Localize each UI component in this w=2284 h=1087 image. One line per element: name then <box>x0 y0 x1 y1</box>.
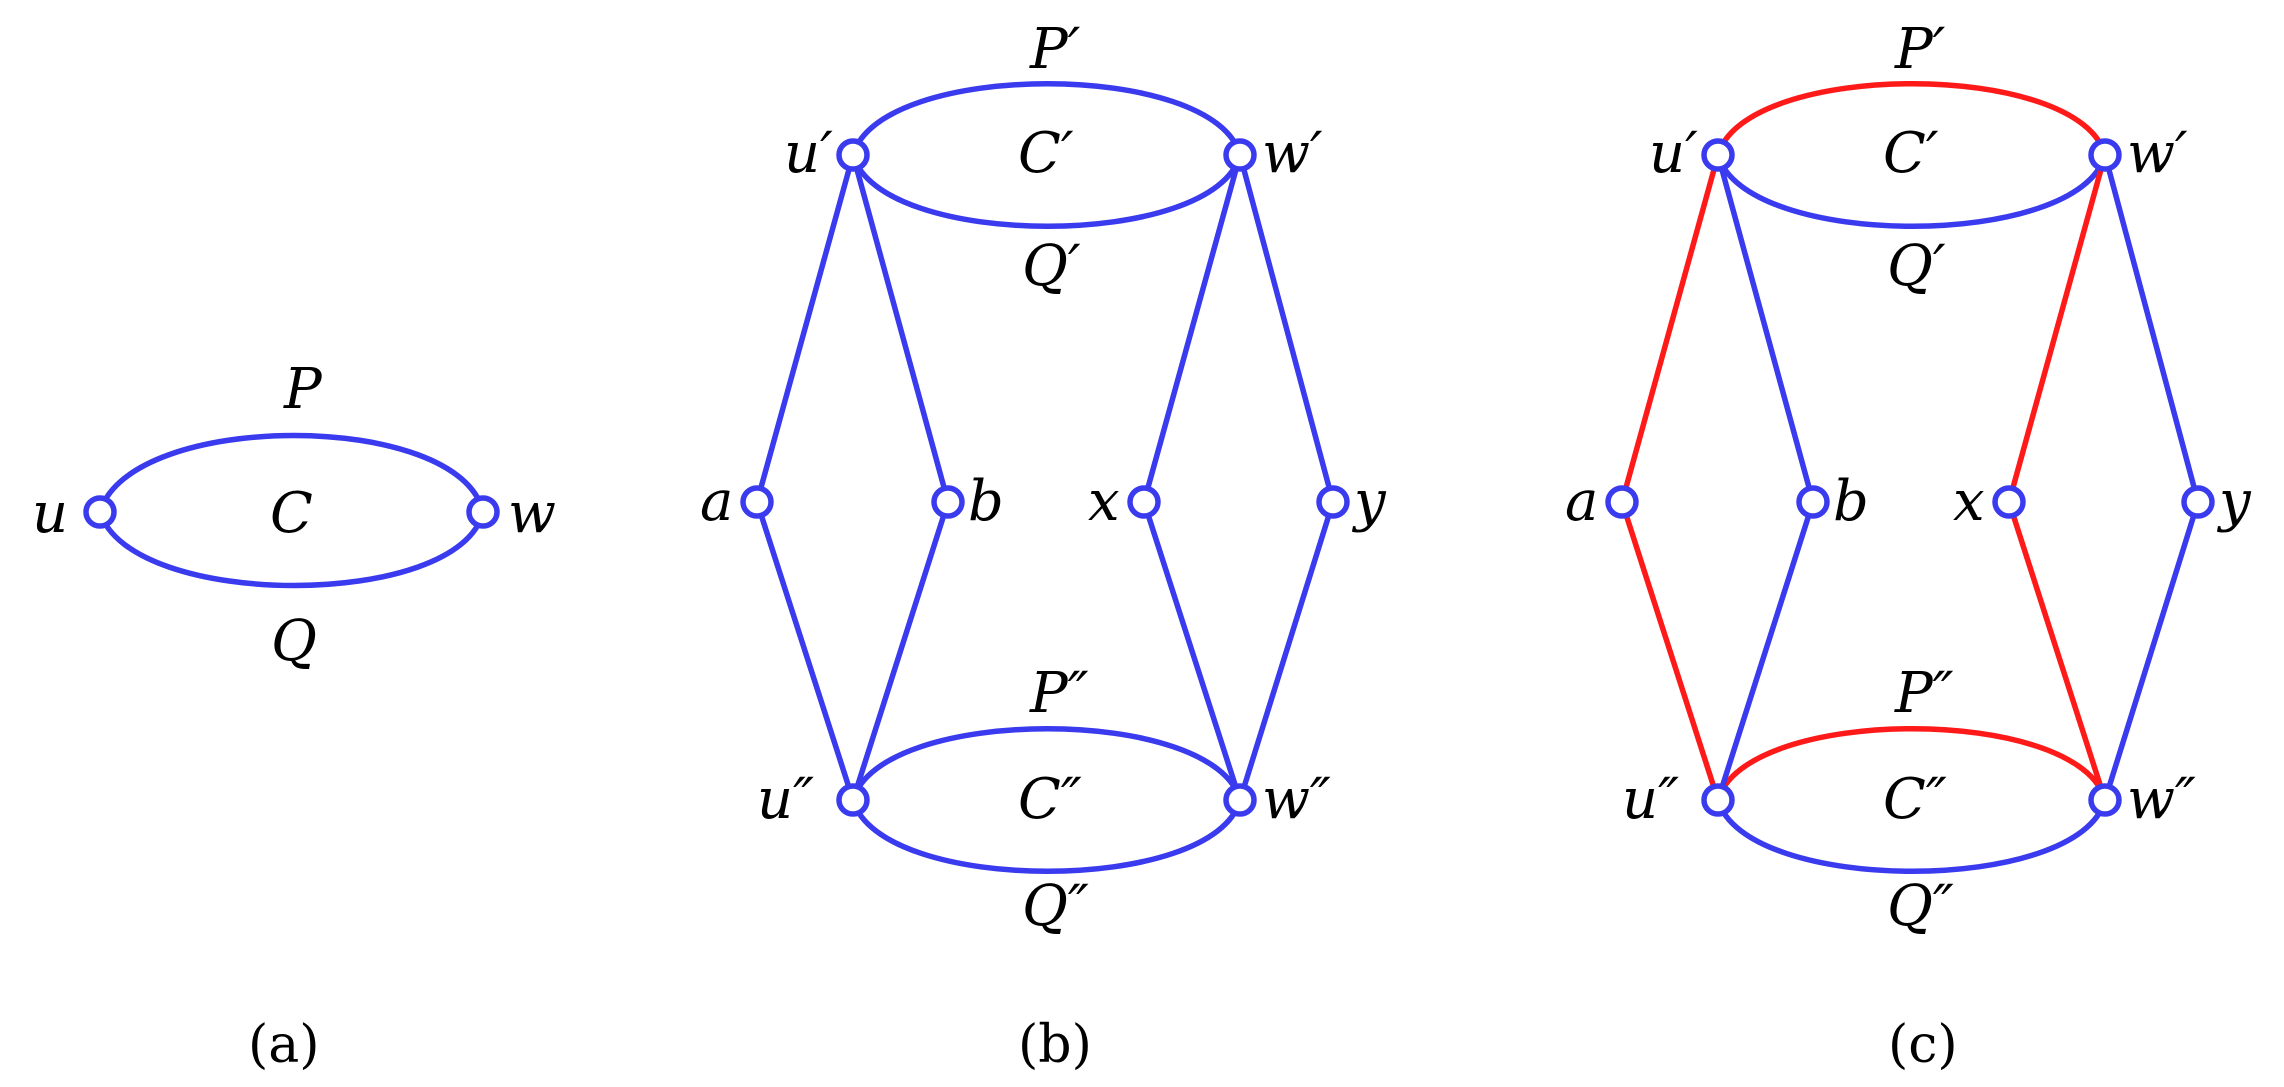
label-Q2: Q″ <box>1887 874 1954 939</box>
label-P: P <box>283 357 323 422</box>
edge-b-u2 <box>1715 499 1816 803</box>
caption-c: (c) <box>1888 1015 1958 1075</box>
label-Q1: Q′ <box>1887 234 1946 299</box>
label-b: b <box>968 469 1004 534</box>
label-u: u <box>32 481 68 546</box>
edge-Q1 <box>850 152 1243 229</box>
node-u2 <box>1701 783 1735 817</box>
label-P1: P′ <box>1894 17 1946 82</box>
edge-u1-a <box>754 152 856 505</box>
label-P1: P′ <box>1029 17 1081 82</box>
label-C1: C′ <box>1883 121 1939 186</box>
edge-P <box>97 432 486 515</box>
edge-y-w2 <box>1237 499 1336 803</box>
edge-u1-b <box>1715 152 1816 505</box>
caption-b: (b) <box>1018 1015 1092 1075</box>
edge-Q <box>97 509 486 589</box>
label-b: b <box>1833 469 1869 534</box>
label-P2: P″ <box>1894 661 1954 726</box>
label-C2: C″ <box>1018 767 1082 832</box>
label-w2: w″ <box>2127 767 2196 832</box>
node-a <box>740 485 774 519</box>
label-y: y <box>1351 469 1387 534</box>
node-y <box>2181 485 2215 519</box>
edge-a-u2 <box>1619 499 1721 803</box>
label-u1: u′ <box>784 121 833 186</box>
node-w1 <box>1223 138 1257 172</box>
label-w1: w′ <box>1262 121 1323 186</box>
label-a: a <box>700 469 733 534</box>
panel-c: u′ w′ P′ C′ Q′ a b x y P″ u″ C″ w″ Q″ (c… <box>1565 17 2252 1075</box>
node-u <box>83 495 117 529</box>
edge-P1 <box>850 81 1243 158</box>
label-P2: P″ <box>1029 661 1089 726</box>
node-b <box>1796 485 1830 519</box>
node-u2 <box>836 783 870 817</box>
label-w2: w″ <box>1262 767 1331 832</box>
panel-b: u′ w′ P′ C′ Q′ a b x y P″ u″ C″ w″ Q″ (b… <box>700 17 1387 1075</box>
edge-P1 <box>1715 81 2108 158</box>
label-Q: Q <box>271 609 317 674</box>
node-u1 <box>1701 138 1735 172</box>
edge-a-u2 <box>754 499 856 803</box>
label-u1: u′ <box>1649 121 1698 186</box>
node-w2 <box>1223 783 1257 817</box>
node-u1 <box>836 138 870 172</box>
edge-y-w2 <box>2102 499 2201 803</box>
label-a: a <box>1565 469 1598 534</box>
label-u2: u″ <box>757 767 814 832</box>
edge-w1-y <box>1237 152 1336 505</box>
caption-a: (a) <box>248 1015 320 1075</box>
node-y <box>1316 485 1350 519</box>
edge-u1-a <box>1619 152 1721 505</box>
label-C2: C″ <box>1883 767 1947 832</box>
edge-Q1 <box>1715 152 2108 229</box>
edge-x-w2 <box>1141 499 1243 803</box>
label-x: x <box>1088 469 1120 534</box>
node-x <box>1992 485 2026 519</box>
edge-u1-b <box>850 152 951 505</box>
edge-w1-y <box>2102 152 2201 505</box>
edge-Q2 <box>1715 797 2108 874</box>
label-Q2: Q″ <box>1022 874 1089 939</box>
node-b <box>931 485 965 519</box>
node-w1 <box>2088 138 2122 172</box>
label-y: y <box>2216 469 2252 534</box>
node-w <box>466 495 500 529</box>
label-x: x <box>1953 469 1985 534</box>
edge-b-u2 <box>850 499 951 803</box>
node-x <box>1127 485 1161 519</box>
label-u2: u″ <box>1622 767 1679 832</box>
label-C: C <box>270 481 313 546</box>
edge-Q2 <box>850 797 1243 874</box>
edge-w1-x <box>2006 152 2108 505</box>
panel-a: u w P C Q (a) <box>32 357 556 1075</box>
edge-w1-x <box>1141 152 1243 505</box>
label-w: w <box>508 481 556 546</box>
node-a <box>1605 485 1639 519</box>
label-C1: C′ <box>1018 121 1074 186</box>
edge-P2 <box>1715 726 2108 803</box>
edge-P2 <box>850 726 1243 803</box>
label-Q1: Q′ <box>1022 234 1081 299</box>
node-w2 <box>2088 783 2122 817</box>
label-w1: w′ <box>2127 121 2188 186</box>
edge-x-w2 <box>2006 499 2108 803</box>
